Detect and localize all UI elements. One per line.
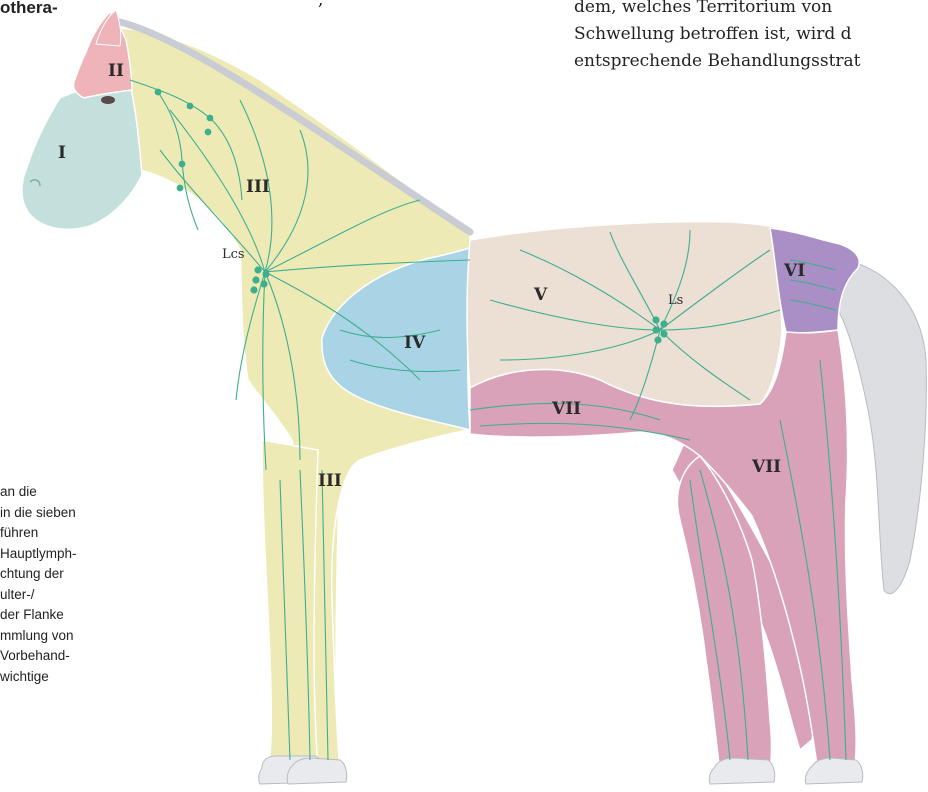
territory-I-head <box>22 84 142 229</box>
territory-label-VII-belly: VII <box>551 399 581 419</box>
lymph-node <box>254 266 261 273</box>
territory-label-II: II <box>108 61 124 81</box>
territory-label-III-neck: III <box>246 177 270 197</box>
lymph-node <box>250 286 257 293</box>
lymph-node <box>179 161 186 168</box>
lymph-node <box>155 89 162 96</box>
lymph-node <box>652 316 659 323</box>
node-label-lcs: Lcs <box>222 247 245 262</box>
lymph-node <box>660 320 667 327</box>
territory-label-IV: IV <box>404 333 426 353</box>
lymph-node <box>205 129 212 136</box>
hoof-far-front <box>287 758 347 784</box>
lymph-node <box>252 276 259 283</box>
node-label-ls: Ls <box>668 293 683 308</box>
lymph-node <box>660 330 667 337</box>
hoof-near-hind <box>709 758 775 784</box>
lymph-node <box>187 103 194 110</box>
territory-label-I: I <box>58 143 66 163</box>
territory-label-III-leg: III <box>318 471 342 491</box>
lymph-node <box>207 115 214 122</box>
lymph-node <box>177 185 184 192</box>
hoof-far-hind <box>805 758 863 784</box>
lymph-node <box>262 270 269 277</box>
territory-label-VII-hind: VII <box>751 457 781 477</box>
lymph-node <box>654 336 661 343</box>
eye <box>101 96 115 104</box>
lymph-node <box>652 326 659 333</box>
territory-label-V: V <box>533 285 548 305</box>
territory-label-VI: VI <box>783 261 805 281</box>
lymph-node <box>260 280 267 287</box>
